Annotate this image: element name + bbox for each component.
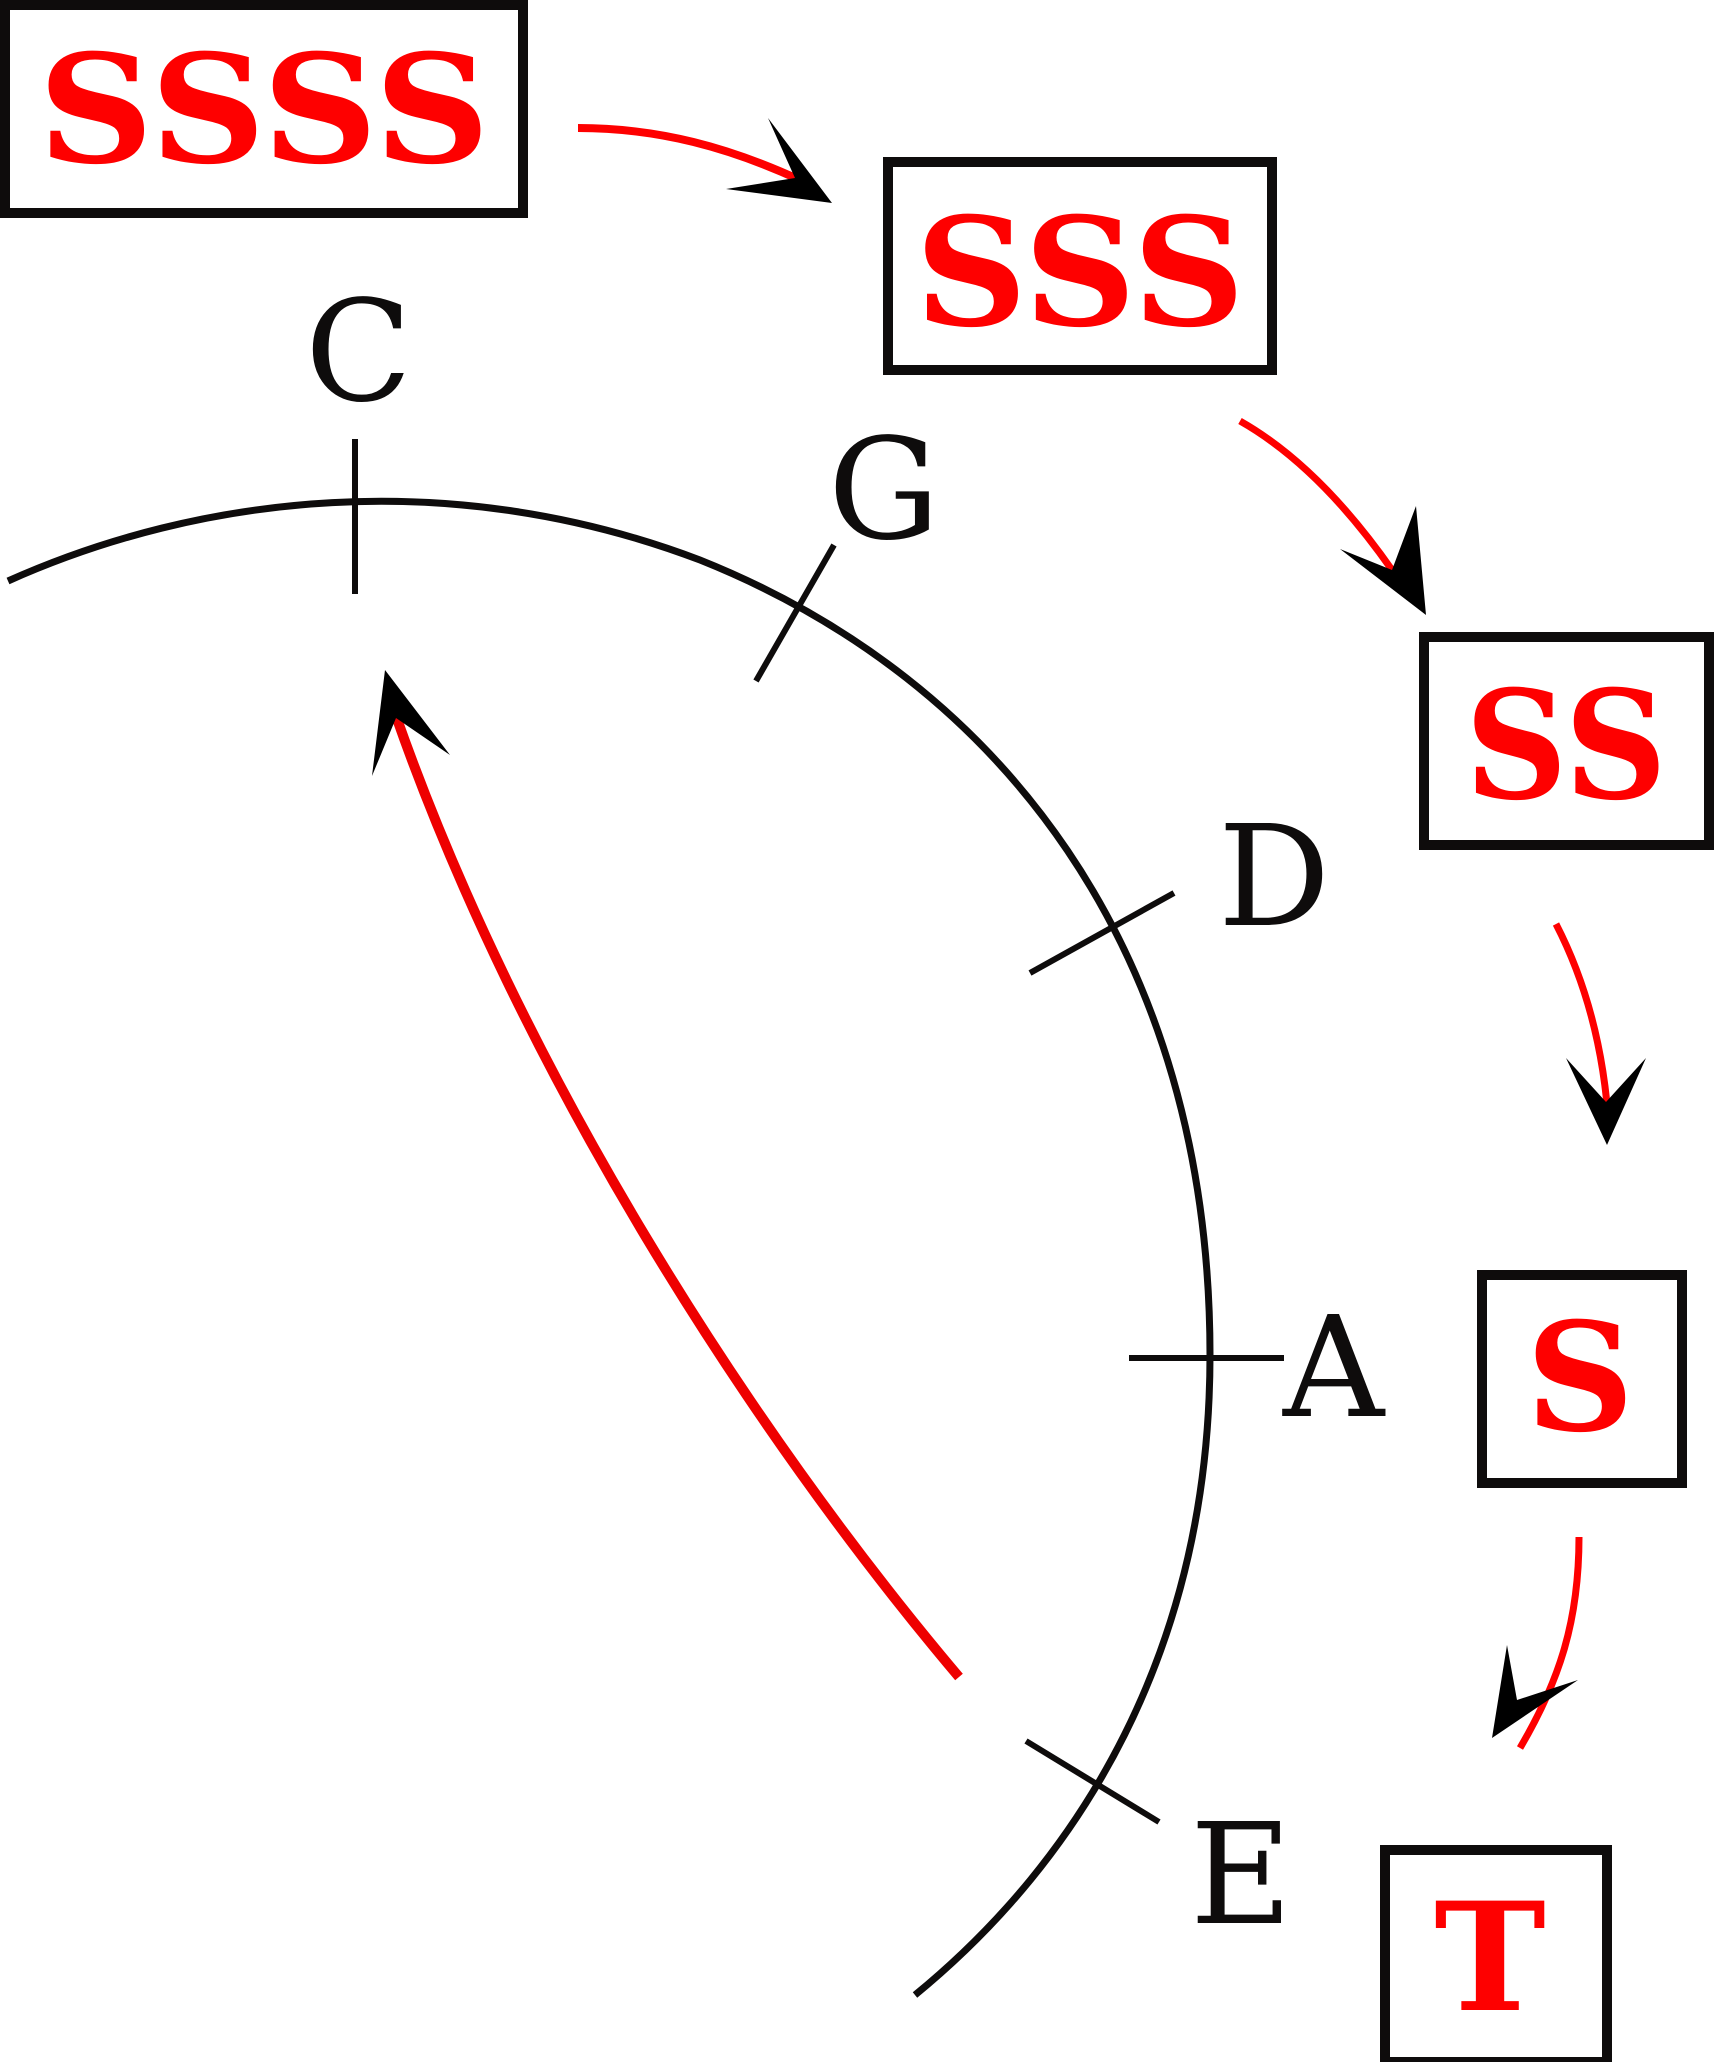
arrow-ss-to-s	[1552, 922, 1646, 1145]
tick-d	[1028, 890, 1176, 976]
arrowhead-icon	[726, 118, 832, 203]
label-c: C	[305, 271, 412, 434]
box-sss-text: SSS	[915, 185, 1245, 361]
arrowhead-icon	[1566, 1058, 1646, 1145]
tick-e	[1024, 1738, 1161, 1825]
box-t: T	[1380, 1845, 1612, 2062]
arrow-ssss-to-sss	[577, 118, 832, 203]
box-t-text: T	[1434, 1870, 1546, 2046]
box-ss-text: SS	[1465, 658, 1667, 834]
label-d: D	[1218, 796, 1330, 959]
arrow-e-to-c	[372, 670, 963, 1681]
tick-g	[753, 543, 837, 683]
label-a: A	[1282, 1287, 1386, 1450]
box-s-text: S	[1526, 1290, 1634, 1466]
box-ss: SS	[1419, 632, 1714, 850]
box-sss: SSS	[883, 157, 1277, 375]
arrow-sss-to-ss	[1238, 417, 1426, 615]
arrowhead-icon	[1340, 506, 1426, 615]
arrowhead-icon	[372, 670, 450, 776]
box-ssss-text: SSSS	[38, 22, 490, 198]
main-arc	[6, 497, 1214, 1998]
box-ssss: SSSS	[0, 0, 528, 218]
label-g: G	[828, 409, 940, 572]
arrow-s-to-t	[1492, 1536, 1583, 1750]
label-e: E	[1190, 1794, 1292, 1957]
box-s: S	[1477, 1270, 1687, 1488]
arrowhead-icon	[1492, 1645, 1578, 1738]
